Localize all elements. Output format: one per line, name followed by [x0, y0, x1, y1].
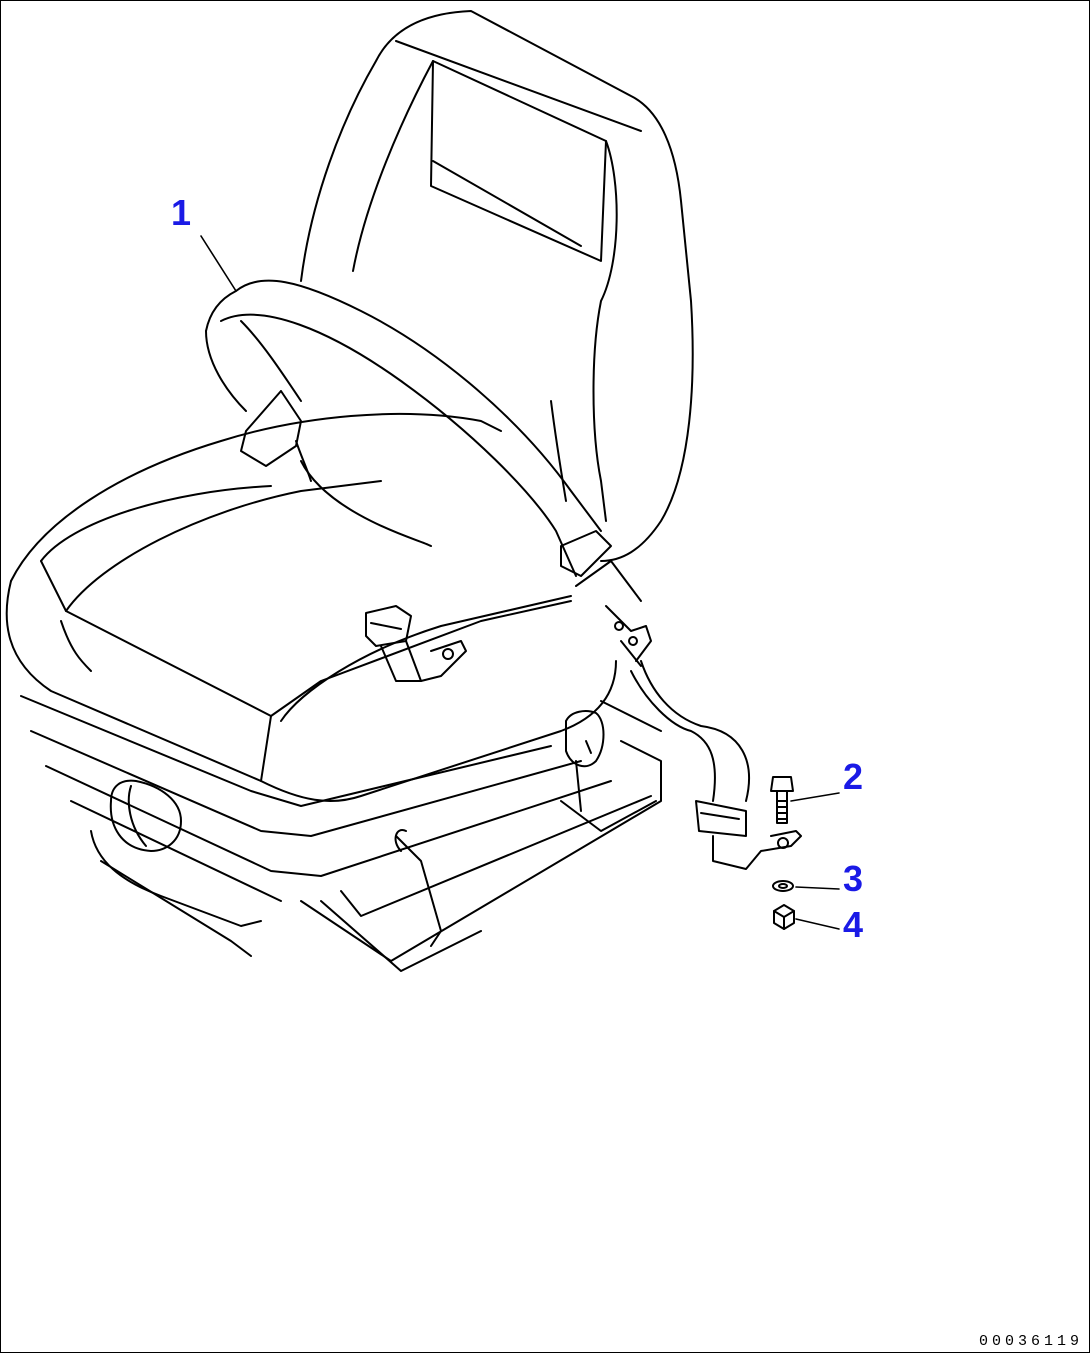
seat-frame	[20, 695, 662, 972]
leader-line-3	[795, 886, 840, 890]
leader-line-4	[795, 918, 840, 930]
seat-belt	[205, 279, 802, 870]
seat-backrest	[300, 10, 694, 562]
leader-line-2	[790, 792, 840, 802]
nut	[773, 904, 795, 930]
seat-cushion	[5, 412, 617, 802]
callout-3: 3	[843, 858, 864, 899]
washer	[772, 880, 794, 892]
leader-lines	[200, 235, 840, 930]
seat-adjust-knobs	[109, 710, 605, 852]
bolt	[770, 776, 794, 824]
callout-4: 4	[843, 904, 864, 945]
leader-line-1	[200, 235, 237, 292]
callout-2: 2	[843, 756, 864, 797]
figure-code: 00036119	[978, 1333, 1083, 1350]
callout-1: 1	[171, 192, 192, 233]
